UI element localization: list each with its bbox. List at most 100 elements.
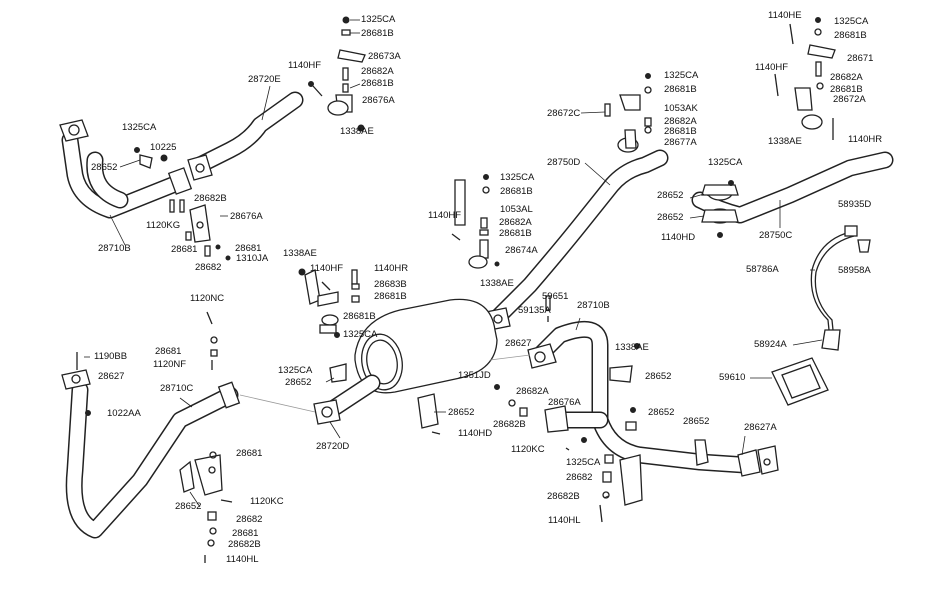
- label: 28652: [657, 190, 683, 201]
- label: 1053AL: [500, 204, 533, 215]
- bolt-1120nc: [206, 311, 218, 370]
- label: 10225: [150, 142, 176, 153]
- pipe-28720e: [187, 91, 304, 181]
- label: 28674A: [505, 245, 538, 256]
- label: 28681: [236, 448, 262, 459]
- label: 59651: [542, 291, 568, 302]
- label: 28672A: [833, 94, 866, 105]
- label: 28671: [847, 53, 873, 64]
- label: 28682B: [194, 193, 227, 204]
- label: 59135A: [518, 305, 551, 316]
- label: 1022AA: [107, 408, 141, 419]
- label: 28672C: [547, 108, 580, 119]
- label: 1325CA: [834, 16, 869, 27]
- hanger-28652-lower-left: [179, 451, 233, 563]
- label: 59610: [719, 372, 745, 383]
- label: 28676A: [362, 95, 395, 106]
- label: 1140HF: [428, 210, 461, 221]
- label: 28683B: [374, 279, 407, 290]
- hanger-28671: [774, 17, 836, 140]
- label: 1325CA: [664, 70, 699, 81]
- pipe-28710c: [61, 352, 241, 539]
- label: 28681B: [664, 84, 697, 95]
- label: 28682: [566, 472, 592, 483]
- label: 1120NF: [153, 359, 186, 370]
- label: 1140HF: [288, 60, 321, 71]
- label: 28710B: [98, 243, 131, 254]
- label: 1325CA: [343, 329, 378, 340]
- label: 28652: [648, 407, 674, 418]
- label: 1120NC: [190, 293, 224, 304]
- label: 1338AE: [768, 136, 802, 147]
- label: 28682A: [499, 217, 532, 228]
- label: 1140HL: [226, 554, 259, 565]
- label: 1053AK: [664, 103, 698, 114]
- label: 1140HR: [848, 134, 882, 145]
- hanger-28672c: [604, 73, 652, 153]
- label: 28681B: [830, 84, 863, 95]
- pipe-28710b-rear: [527, 320, 779, 477]
- label: 28750C: [759, 230, 792, 241]
- label: 1140HR: [374, 263, 408, 274]
- pipe-28750c: [691, 151, 894, 238]
- label: 58958A: [838, 265, 871, 276]
- reference-lines: [239, 354, 531, 413]
- hangers-rear: [494, 295, 709, 523]
- label: 28673A: [368, 51, 401, 62]
- label: 58935D: [838, 199, 871, 210]
- label: 28681: [155, 346, 181, 357]
- label: 1140HD: [661, 232, 695, 243]
- label: 1325CA: [708, 157, 743, 168]
- label: 28682B: [493, 419, 526, 430]
- label: 28681B: [361, 28, 394, 39]
- label: 28750D: [547, 157, 580, 168]
- label: 28682: [236, 514, 262, 525]
- label: 58924A: [754, 339, 787, 350]
- label: 28681B: [361, 78, 394, 89]
- label: 1338AE: [340, 126, 374, 137]
- label: 58786A: [746, 264, 779, 275]
- label: 28681: [235, 243, 261, 254]
- label: 1140HF: [755, 62, 788, 73]
- label: 28682A: [664, 116, 697, 127]
- label: 1338AE: [615, 342, 649, 353]
- label: 1338AE: [480, 278, 514, 289]
- bolt-1140hf-top: [308, 81, 323, 97]
- hanger-28676a-left: [134, 147, 231, 261]
- label: 28652: [657, 212, 683, 223]
- label: 1120KC: [250, 496, 284, 507]
- label: 28681B: [343, 311, 376, 322]
- label: 28682B: [547, 491, 580, 502]
- label: 28652: [91, 162, 117, 173]
- label: 28652: [645, 371, 671, 382]
- leader-lines: [84, 19, 823, 508]
- label: 1338AE: [283, 248, 317, 259]
- front-pipe-28710b: [59, 119, 193, 219]
- label: 28710C: [160, 383, 193, 394]
- label: 28627: [98, 371, 124, 382]
- label: 28681: [171, 244, 197, 255]
- label: 28720E: [248, 74, 281, 85]
- label: 1140HF: [310, 263, 343, 274]
- label: 28681B: [664, 126, 697, 137]
- label: 1190BB: [94, 351, 127, 362]
- label: 28652: [448, 407, 474, 418]
- hanger-1053al: [451, 174, 500, 269]
- label: 1325CA: [500, 172, 535, 183]
- label: 28682: [195, 262, 221, 273]
- heat-shield-59610: [771, 357, 829, 406]
- label: 1325CA: [361, 14, 396, 25]
- label: 28681B: [374, 291, 407, 302]
- label: 28682B: [228, 539, 261, 550]
- label: 28652: [175, 501, 201, 512]
- label: 28682A: [830, 72, 863, 83]
- label: 1351JD: [458, 370, 491, 381]
- label: 1325CA: [566, 457, 601, 468]
- oxygen-sensor-58786a: [810, 225, 871, 351]
- hanger-muffler: [298, 268, 441, 435]
- label: 1325CA: [122, 122, 157, 133]
- label: 28710B: [577, 300, 610, 311]
- pipe-28750d: [485, 149, 669, 331]
- label: 28681B: [500, 186, 533, 197]
